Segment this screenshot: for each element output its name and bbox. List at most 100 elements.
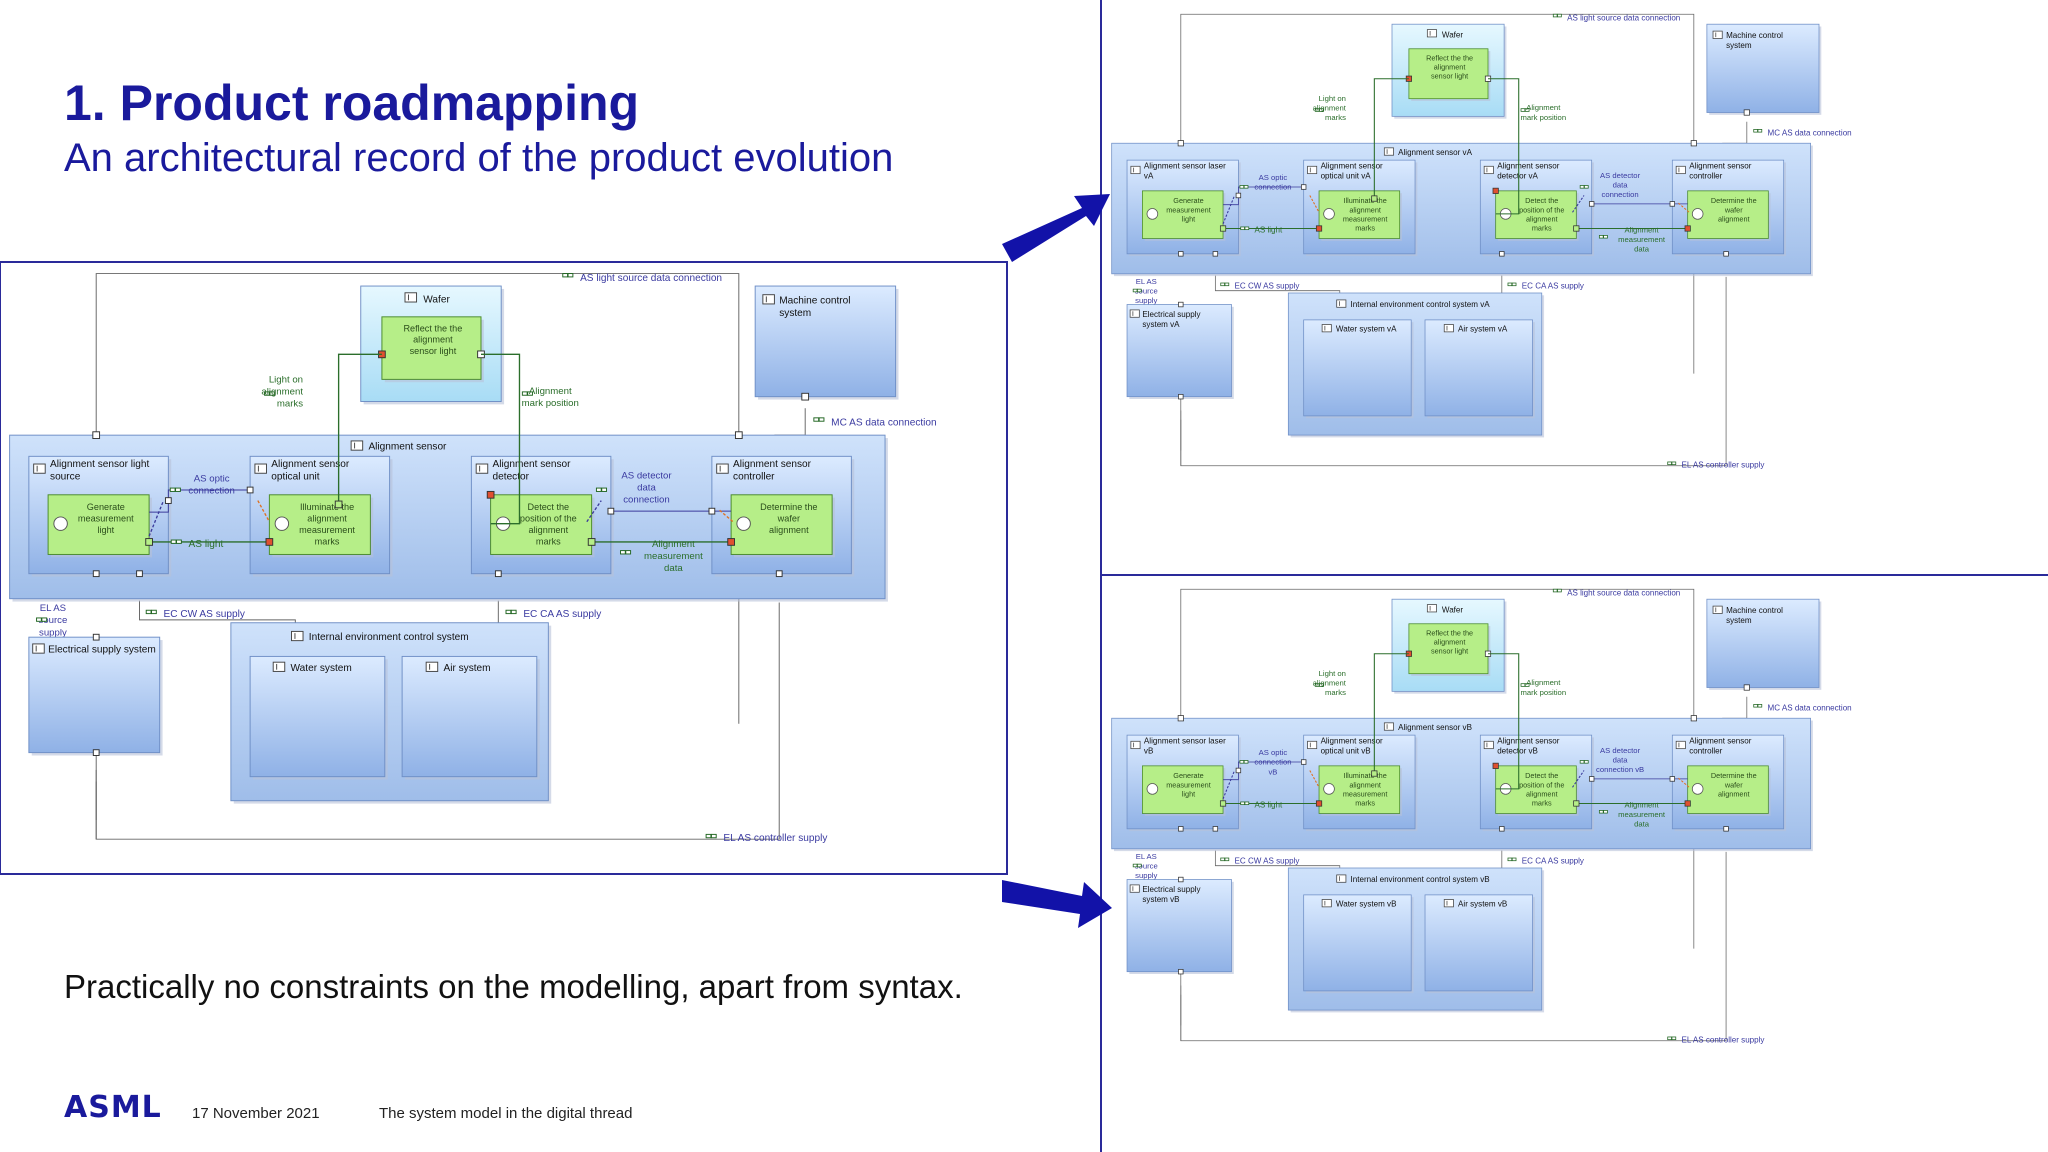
diagram_va-machine-control-box <box>1706 23 1820 113</box>
diagram_va-wafer-fn-text-line: Reflect the the <box>1426 53 1473 62</box>
diagram_vb-content: AS light source data connectionWaferRefl… <box>1111 588 1852 1044</box>
diagram_vb-controller-fn-text-line: Determine the <box>1711 771 1757 780</box>
diagram_va-controller-fn-icon <box>1691 208 1704 220</box>
diagram_vb-controller-label-line: Alignment sensor <box>1689 737 1751 746</box>
diagram_main-optical-unit-label-line: Alignment sensor <box>271 459 350 470</box>
diagram_va-conn-icon-11-b <box>1511 282 1517 287</box>
diagram_va-as-light-label-line: AS light <box>1255 225 1283 234</box>
diagram_va-conn-icon-1 <box>1552 13 1558 18</box>
diagram_vb-optic-dash-1 <box>1309 770 1320 788</box>
diagram_vb-light-on-marks-line: marks <box>1325 688 1346 697</box>
diagram_main-internal-env-label-line: Internal environment control system <box>309 632 469 643</box>
diagram_vb-el-controller-line <box>1180 851 1727 1042</box>
diagram_vb-light-on-marks-line <box>1373 653 1409 774</box>
footer-date: 17 November 2021 <box>192 1105 320 1122</box>
diagram_main-water-badge <box>272 661 286 672</box>
diagram_va-ec-cw-label-line: EC CW AS supply <box>1235 281 1300 290</box>
diagram_main-conn-icon-12-b <box>710 833 717 839</box>
diagram_va-light-on-marks-line <box>1373 78 1409 199</box>
diagram_main-wafer-label: Wafer <box>423 294 450 305</box>
diagram_main-as-detector-label-line: connection <box>623 495 669 506</box>
diagram_main-alignment-sensor-badge <box>350 440 364 451</box>
diagram_va-optical-unit-label-line: optical unit vA <box>1321 172 1372 181</box>
diagram_va-controller-fn-text-line: alignment <box>1718 214 1750 223</box>
diagram_main-measurement-data-label-line: data <box>664 563 683 574</box>
diagram_main-controller-fn-text-line: Determine the <box>760 502 817 512</box>
diagram_va-controller-label-line: controller <box>1689 172 1722 181</box>
diagram_vb-conn-icon-7-b <box>1584 760 1589 764</box>
diagram_main-conn-icon-9 <box>36 617 42 622</box>
diagram_main-controller-fn-text-line: alignment <box>769 525 809 535</box>
diagram_main-conn-icon-3 <box>521 391 528 396</box>
diagram_main-mark-position-line <box>481 353 521 525</box>
diagram_va-detector-badge <box>1483 165 1494 175</box>
diagram_main-port-ls-out <box>145 538 153 546</box>
diagram_va-internal-env-label-line: Internal environment control system vA <box>1351 300 1491 309</box>
diagram_main-wafer-label-line: Wafer <box>423 294 450 305</box>
diagram_va-alignment-sensor-label-line: Alignment sensor vA <box>1398 148 1472 157</box>
diagram_va-wafer-fn-text-line: sensor light <box>1431 72 1468 81</box>
diagram_vb-port-ls-side <box>1235 767 1242 774</box>
diagram_vb-light-source-label-line: vB <box>1144 747 1153 756</box>
diagram_va-conn-as-light-source-line: AS light source data connection <box>1567 13 1680 22</box>
diagram_main-measurement-data-label-line: measurement <box>644 551 703 562</box>
diagram_main-light-on-marks-line: marks <box>277 398 303 409</box>
diagram_va-conn-icon-3 <box>1520 108 1526 112</box>
diagram_main-optical-unit-fn-text-line: measurement <box>299 525 355 535</box>
diagram_vb-measurement-data-label-line: Alignment <box>1625 800 1660 809</box>
diagram_main-controller-dash <box>719 509 734 523</box>
diagram_vb-port-ls-bottom-2 <box>1212 826 1219 832</box>
diagram_va-el-controller-line <box>1180 276 1727 467</box>
diagram_main-mark-position-line: mark position <box>522 398 579 409</box>
diagram_vb-port-ls-bottom <box>1178 826 1184 832</box>
diagram_vb-electrical-badge <box>1129 884 1140 893</box>
diagram_vb-port-det-out <box>1573 800 1580 807</box>
diagram_vb-measurement-data-label-line: measurement <box>1618 810 1666 819</box>
diagram_main-mark-position-line: Alignment <box>529 386 572 397</box>
diagram_va-conn-icon-9-b <box>1137 288 1142 293</box>
diagram_main-as-detector-label-line: data <box>637 482 656 493</box>
diagram_vb-alignment-sensor-label-line: Alignment sensor vB <box>1398 723 1472 732</box>
diagram_main-port-ls-bottom-2 <box>136 570 143 578</box>
diagram_va-light-source-fn-text-line: light <box>1182 214 1195 223</box>
diagram_vb-water-label-line: Water system vB <box>1336 899 1397 908</box>
diagram_main-el-as-controller-label: EL AS controller supply <box>723 833 828 844</box>
diagram_va-content: AS light source data connectionWaferRefl… <box>1111 13 1852 469</box>
diagram_main-alignment-sensor-label-line: Alignment sensor <box>368 442 447 453</box>
diagram_main-conn-icon-6-b <box>175 487 181 492</box>
diagram_main-conn-icon-7-b <box>601 487 608 492</box>
diagram_main-light-source-fn-text-line: Generate <box>87 502 125 512</box>
diagram_main-port-det-bottom <box>494 570 502 578</box>
diagram_main-ec-ca-label-line: EC CA AS supply <box>523 609 602 620</box>
diagram_va-light-source-fn-text-line: measurement <box>1166 205 1211 214</box>
diagram_main-light-source-badge <box>33 463 46 474</box>
diagram_va-port-ls-out <box>1219 225 1227 232</box>
arrow-to-va-icon <box>1002 194 1110 262</box>
diagram_vb-water-badge <box>1321 899 1332 908</box>
diagram_main-optical-unit-fn-text-line: alignment <box>307 514 347 524</box>
diagram_main-machine-control-port <box>801 392 810 401</box>
diagram_vb-port-ctl-side <box>1669 776 1676 782</box>
diagram_va-air-label-line: Air system vA <box>1458 324 1508 333</box>
diagram_va-conn-icon-3-b <box>1524 108 1530 112</box>
diagram_vb-optical-unit-label-line: optical unit vB <box>1321 747 1371 756</box>
diagram_vb-conn-icon-11-b <box>1511 857 1517 862</box>
diagram_vb-mc-as-data: MC AS data connection <box>1768 704 1852 713</box>
diagram_main-conn-icon-6 <box>169 487 176 492</box>
diagram_vb-mark-position-line <box>1488 653 1520 790</box>
diagram-vb: AS light source data connectionWaferRefl… <box>1111 588 1852 1044</box>
diagram_va-light-source-badge <box>1130 165 1141 175</box>
